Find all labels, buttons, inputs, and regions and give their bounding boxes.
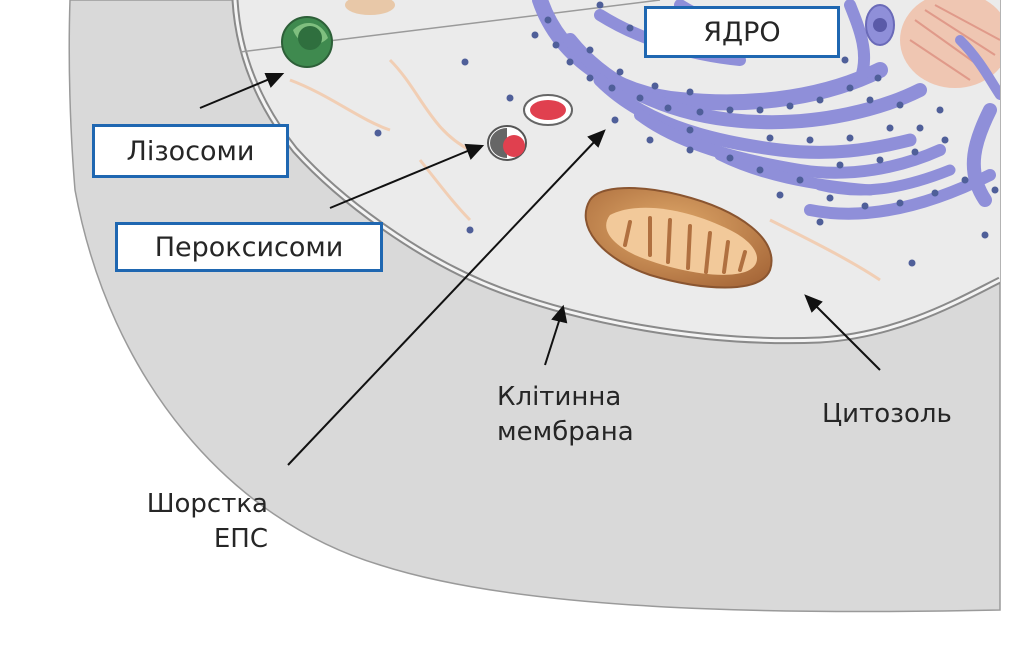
mitochondrion [584, 187, 773, 289]
ribosomes [374, 1, 999, 267]
cell-membrane-label-line1: Клітинна [497, 382, 622, 412]
nucleus-label: ЯДРО [644, 6, 840, 58]
rough-er-label-line2: ЕПС [213, 524, 268, 555]
peroxisomes-label: Пероксисоми [115, 222, 383, 272]
cell-membrane-label-line2: мембрана [497, 417, 634, 448]
pointer-arrows [199, 73, 881, 466]
rough-er-label-line1: Шорстка [146, 489, 268, 519]
cytosol-label: Цитозоль [822, 399, 952, 429]
cell-membrane-label: Клітинна мембрана [497, 380, 634, 450]
rough-er-label: Шорстка ЕПС [128, 487, 268, 557]
lysosomes-label: Лізосоми [92, 124, 289, 178]
peroxisome-upper [523, 94, 573, 126]
cytoplasm [235, 0, 1000, 341]
peroxisome-lower [487, 125, 527, 161]
lysosome [281, 16, 333, 68]
